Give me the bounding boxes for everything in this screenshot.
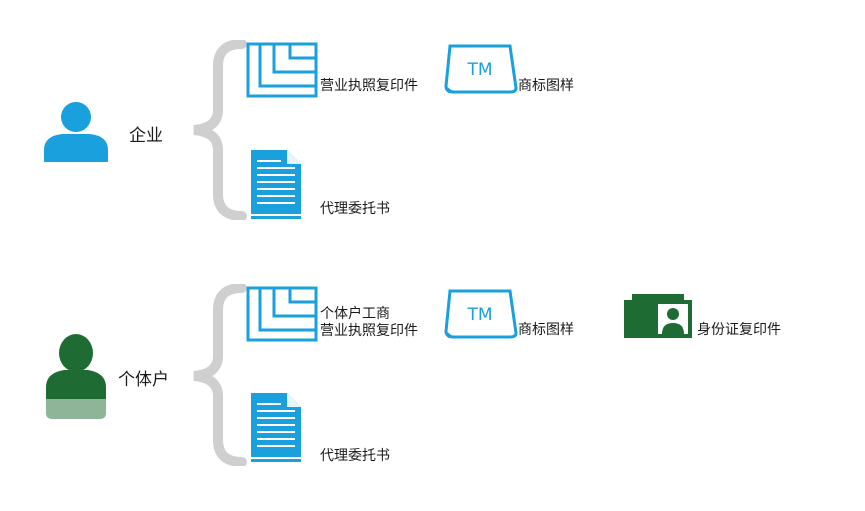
enterprise-person-icon — [44, 102, 108, 162]
enterprise-license-label: 营业执照复印件 — [320, 78, 418, 94]
individual-label: 个体户 — [118, 370, 169, 390]
individual-proxy-label: 代理委托书 — [320, 448, 390, 464]
individual-tm-mark: TM — [466, 305, 492, 325]
individual-license-icon — [246, 286, 318, 342]
enterprise-tm-mark: TM — [466, 60, 492, 80]
enterprise-trademark-icon: TM — [444, 44, 518, 94]
id-card-label: 身份证复印件 — [697, 322, 781, 338]
enterprise-trademark-label: 商标图样 — [518, 78, 574, 94]
individual-license-label-line2: 营业执照复印件 — [320, 323, 418, 339]
enterprise-label: 企业 — [129, 126, 163, 146]
id-card-icon — [624, 294, 692, 338]
individual-brace — [193, 284, 247, 466]
enterprise-license-icon — [246, 42, 318, 98]
individual-trademark-icon: TM — [444, 289, 518, 339]
individual-license-label-line1: 个体户工商 — [320, 306, 390, 322]
enterprise-brace — [193, 40, 247, 220]
enterprise-proxy-doc-icon — [251, 150, 301, 219]
individual-trademark-label: 商标图样 — [518, 322, 574, 338]
individual-proxy-doc-icon — [251, 393, 301, 462]
enterprise-proxy-label: 代理委托书 — [320, 201, 390, 217]
individual-person-icon — [46, 334, 106, 419]
